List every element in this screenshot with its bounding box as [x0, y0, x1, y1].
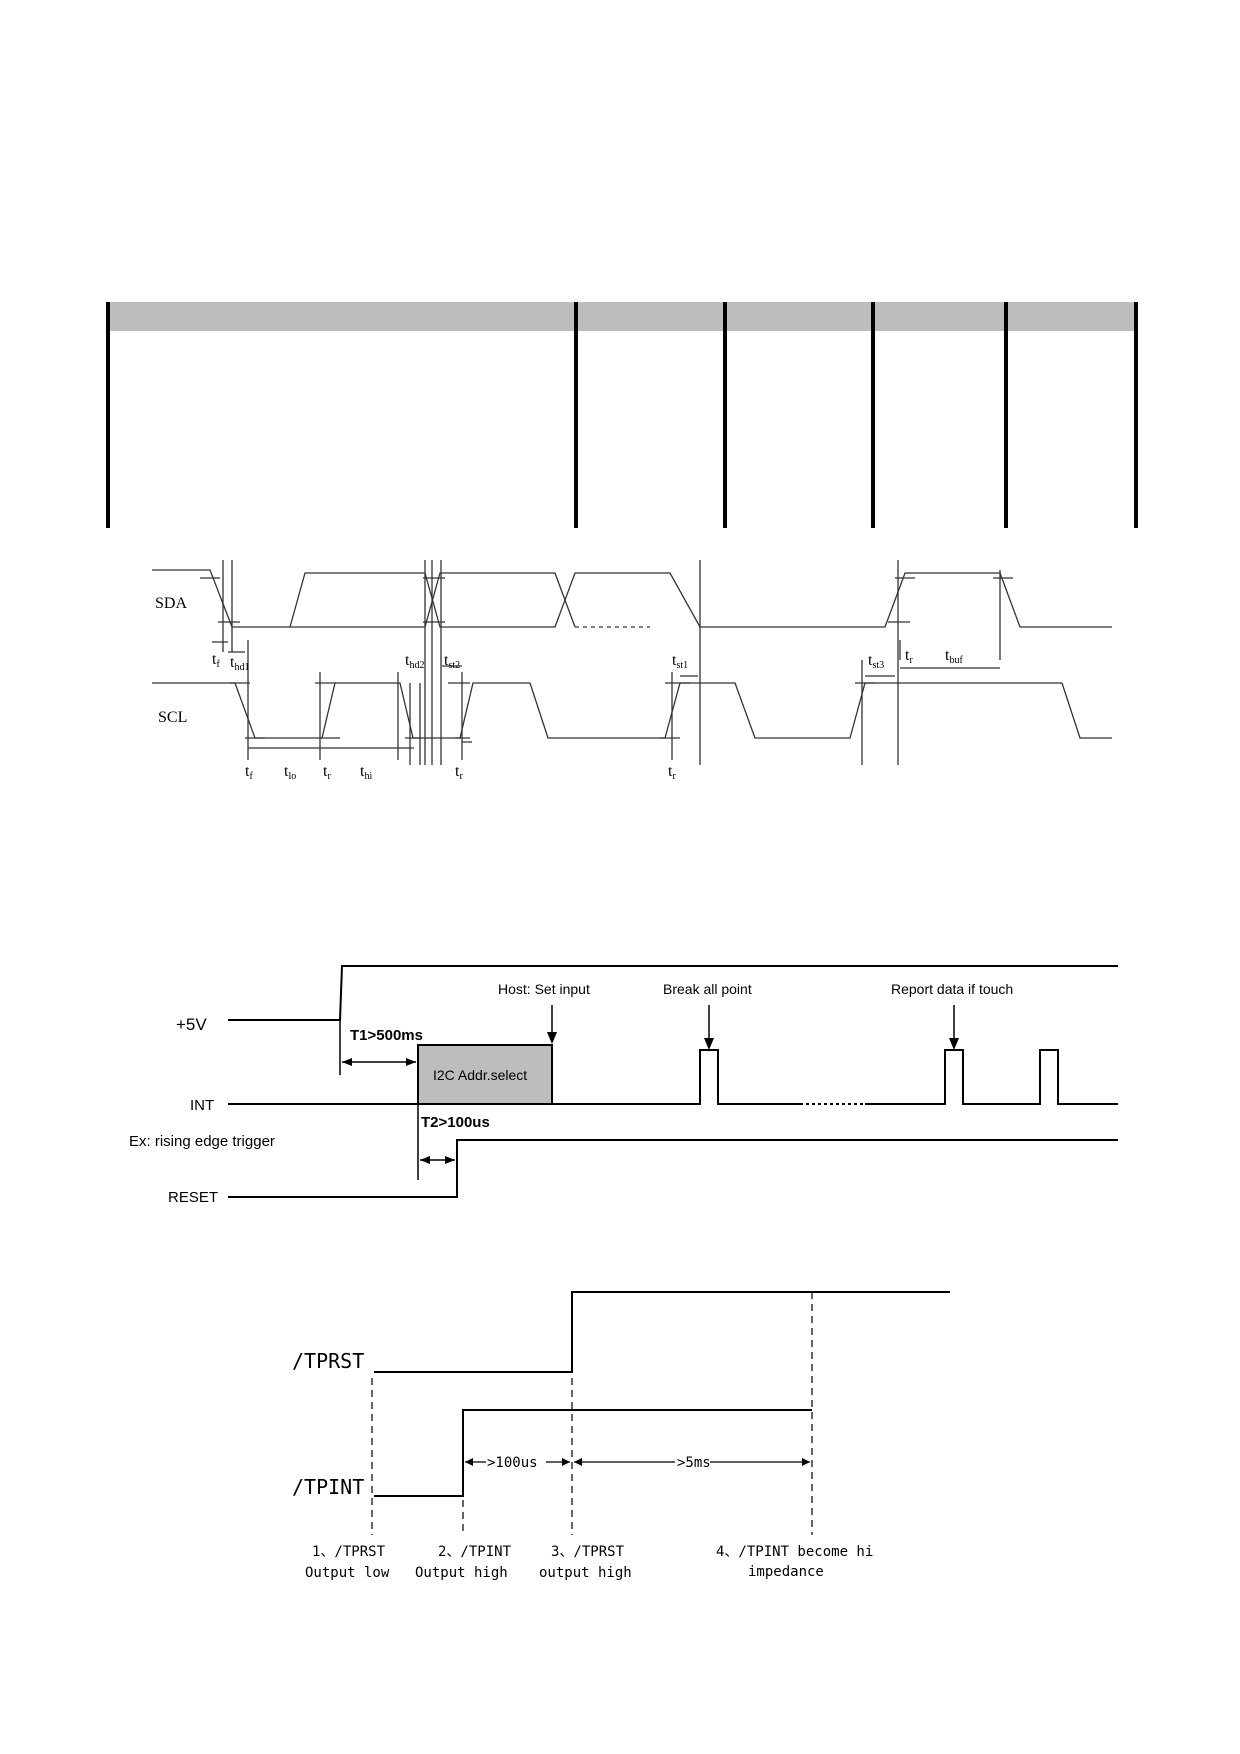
reset-label: RESET	[168, 1189, 218, 1206]
timing-ticks	[200, 577, 1013, 739]
tr-bottom-label-3: tr	[668, 763, 676, 782]
v5-label: +5V	[176, 1015, 207, 1034]
arrowhead	[574, 1458, 582, 1466]
int-waveform	[228, 1049, 1118, 1105]
t2-label: T2>100us	[421, 1114, 490, 1131]
step-guide-lines	[371, 1292, 813, 1535]
table-col-border	[723, 302, 727, 528]
break-note: Break all point	[663, 981, 752, 997]
report-note: Report data if touch	[891, 981, 1013, 997]
arrowhead	[420, 1156, 430, 1164]
thi-label: thi	[360, 763, 372, 782]
arrowhead	[949, 1038, 959, 1050]
step3-line2: output high	[539, 1565, 632, 1581]
arrowhead	[704, 1038, 714, 1050]
step2-line1: 2、/TPINT	[438, 1544, 512, 1560]
tst1-label: tst1	[672, 652, 688, 671]
arrowhead	[465, 1458, 473, 1466]
tbuf-label: tbuf	[945, 647, 963, 666]
addr-box-label: I2C Addr.select	[433, 1067, 527, 1083]
scl-label: SCL	[158, 709, 187, 726]
reset-waveform	[228, 1139, 1118, 1198]
thd1-label: thd1	[230, 654, 249, 673]
parameter-table	[106, 302, 1138, 528]
table-col-border	[1134, 302, 1138, 528]
trigger-note: Ex: rising edge trigger	[129, 1133, 275, 1150]
step3-line1: 3、/TPRST	[551, 1544, 625, 1560]
gap1-label: >100us	[487, 1455, 538, 1471]
tprst-label: /TPRST	[292, 1349, 364, 1373]
sda-label: SDA	[155, 595, 187, 612]
arrowhead	[406, 1058, 416, 1066]
tlo-label: tlo	[284, 763, 296, 782]
table-header-row	[106, 302, 1138, 331]
t1-label: T1>500ms	[350, 1027, 423, 1044]
thd2-label: thd2	[405, 652, 424, 671]
arrowhead	[547, 1032, 557, 1044]
sda-waveform	[152, 569, 1112, 628]
arrowhead	[802, 1458, 810, 1466]
sda-alt-waveform	[290, 572, 576, 628]
step1-line2: Output low	[305, 1565, 390, 1581]
arrowhead	[342, 1058, 352, 1066]
tf-label: tf	[212, 651, 220, 670]
table-col-border	[574, 302, 578, 528]
scl-waveform	[152, 682, 1112, 739]
tf-bottom-label: tf	[245, 763, 253, 782]
v5-waveform	[228, 965, 1118, 1021]
tr-bottom-label: tr	[323, 763, 331, 782]
arrowhead	[445, 1156, 455, 1164]
tprst-waveform	[374, 1291, 950, 1373]
tst2-label: tst2	[444, 652, 460, 671]
host-note: Host: Set input	[498, 981, 590, 997]
timing-arrows	[212, 641, 1000, 749]
step1-line1: 1、/TPRST	[312, 1544, 386, 1560]
tr-label: tr	[905, 647, 913, 666]
gap2-label: >5ms	[677, 1455, 711, 1471]
arrowhead	[562, 1458, 570, 1466]
step4-line1: 4、/TPINT become hi	[716, 1544, 873, 1560]
step2-line2: Output high	[415, 1565, 508, 1581]
table-col-border	[106, 302, 110, 528]
step4-line2: impedance	[748, 1564, 824, 1580]
table-col-border	[1004, 302, 1008, 528]
timing-ref-lines	[222, 560, 1001, 765]
tpint-label: /TPINT	[292, 1475, 364, 1499]
table-col-border	[871, 302, 875, 528]
tpint-waveform	[374, 1409, 812, 1497]
note-arrows	[551, 1005, 955, 1048]
tr-bottom-label-2: tr	[455, 763, 463, 782]
int-label: INT	[190, 1097, 214, 1114]
t1-marker	[339, 1020, 419, 1075]
tst3-label: tst3	[868, 652, 884, 671]
